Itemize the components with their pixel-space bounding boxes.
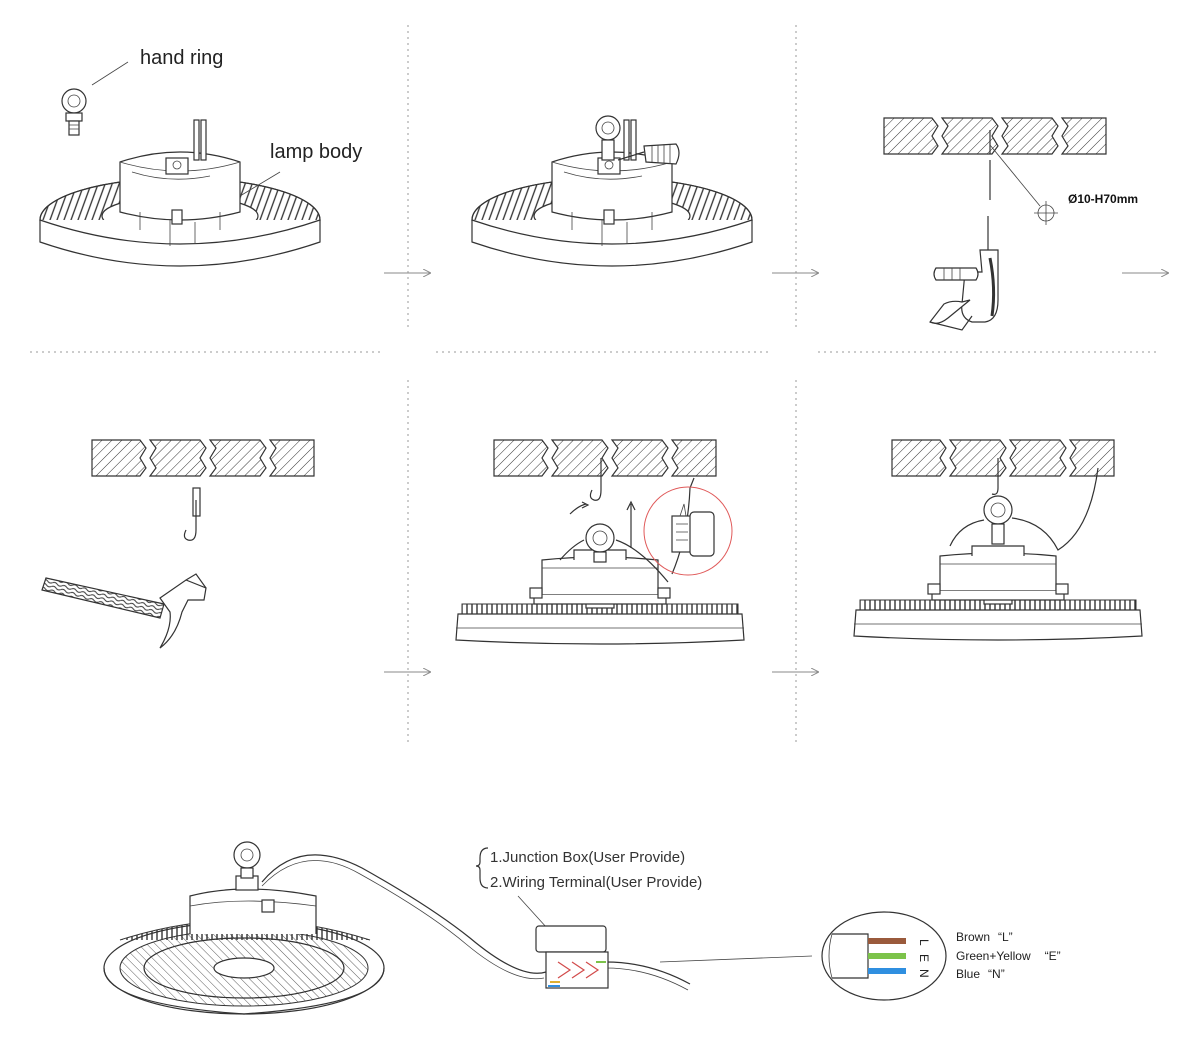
junction-box-brace [475, 847, 489, 889]
blue-wire [868, 968, 906, 974]
hook-turn-arrow [569, 503, 587, 515]
power-cable [949, 467, 1099, 551]
junction-box-icon [671, 503, 715, 557]
panel-hang-connect [455, 439, 745, 645]
junction-box-label: 1.Junction Box(User Provide) [490, 849, 685, 866]
cable-end-detail: L E N [821, 911, 947, 1001]
wiring-terminal-label: 2.Wiring Terminal(User Provide) [490, 874, 702, 891]
wiring-lamp [103, 875, 385, 1015]
power-cable [559, 539, 669, 583]
panel-dividers [30, 25, 1158, 745]
hand-ring-part [61, 88, 87, 136]
hand-ring-label: hand ring [140, 47, 223, 69]
panel-parts: hand ring lamp body [39, 47, 362, 267]
wiring-hand-ring [233, 841, 261, 879]
hole-spec-label: Ø10-H70mm [1068, 192, 1138, 206]
panel-attach-ring [471, 115, 753, 267]
lamp-body-label: lamp body [270, 141, 362, 163]
wire-letter-l: L [917, 939, 931, 946]
hole-symbol [1034, 201, 1058, 225]
installed-lamp [853, 545, 1143, 641]
lamp-body-drawing [39, 119, 321, 267]
hook-anchor-icon [183, 487, 201, 541]
panel-installed [853, 439, 1143, 641]
legend-brown: Brown“L” [956, 930, 1013, 944]
screwdriver-icon [617, 143, 680, 165]
wire-color-legend: Brown“L” Green+Yellow“E” Blue“N” [956, 930, 1061, 981]
ceiling-slab [493, 439, 717, 477]
connector-callout [643, 486, 733, 576]
lamp-body-leader [239, 171, 281, 197]
supply-cable [605, 961, 691, 985]
ceiling-slab [91, 439, 315, 477]
terminal-block-icon [535, 925, 609, 989]
panel-drill-hole: Ø10-H70mm [883, 117, 1138, 331]
hung-lamp [455, 549, 745, 645]
drill-icon [929, 216, 999, 331]
brown-wire [868, 938, 906, 944]
lamp-hand-ring [585, 523, 615, 563]
ceiling-slab [883, 117, 1107, 155]
wire-letter-e: E [917, 954, 931, 962]
ceiling-hook [589, 458, 602, 501]
installed-hand-ring [983, 495, 1013, 545]
green-yellow-wire [868, 953, 906, 959]
panel-hammer-hook [41, 439, 315, 649]
legend-green-yellow: Green+Yellow“E” [956, 949, 1061, 963]
hammer-icon [41, 573, 207, 649]
installed-hand-ring [595, 115, 621, 161]
hand-ring-leader [91, 61, 129, 86]
ceiling-hook [991, 458, 999, 495]
step-arrows [384, 273, 1168, 672]
lamp-cable [261, 854, 547, 974]
legend-blue: Blue“N” [956, 967, 1005, 981]
wiring-detail: 1.Junction Box(User Provide) 2.Wiring Te… [103, 841, 1061, 1015]
wire-letter-n: N [917, 969, 931, 978]
ceiling-slab [891, 439, 1115, 477]
